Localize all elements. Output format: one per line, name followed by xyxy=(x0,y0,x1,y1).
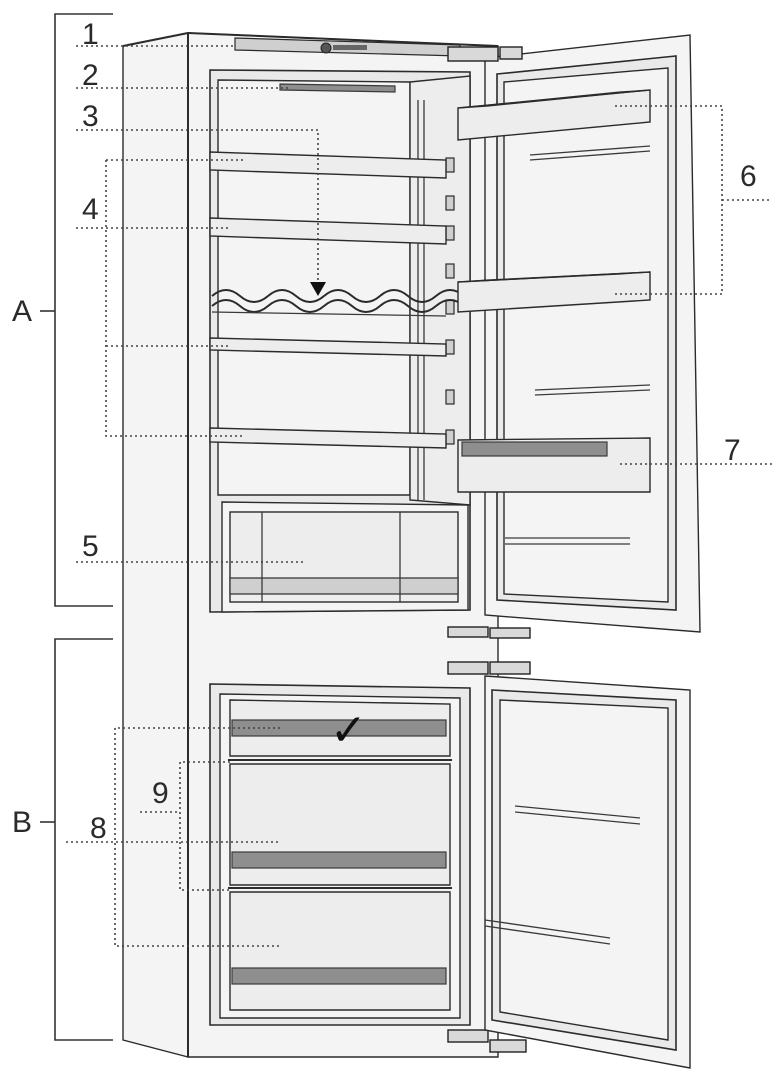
callout-2: 2 xyxy=(82,59,99,92)
interior-light xyxy=(279,83,396,93)
shelf-supports xyxy=(445,157,455,445)
crisper-drawer xyxy=(221,501,469,613)
callout-3: 3 xyxy=(82,100,99,133)
section-b-label: B xyxy=(12,806,32,839)
checkmark-icon: ✓ xyxy=(330,705,367,756)
freezer-drawers xyxy=(228,699,452,1011)
down-arrow-icon xyxy=(310,282,326,296)
fridge-door xyxy=(457,34,701,633)
callout-1: 1 xyxy=(82,18,99,51)
bracket-a xyxy=(54,13,113,607)
leader-lines xyxy=(66,45,772,947)
section-a-label: A xyxy=(12,295,32,328)
callout-labels: 1 2 3 4 5 6 7 8 9 xyxy=(82,18,757,845)
fridge-compartment xyxy=(209,69,471,613)
callout-4: 4 xyxy=(82,193,99,226)
bottle-bin xyxy=(457,437,651,493)
door-bins xyxy=(457,89,651,313)
freezer-door xyxy=(484,675,691,1069)
brand-logo-icon xyxy=(320,42,367,54)
freezer-compartment: ✓ xyxy=(209,683,471,1026)
glass-shelves xyxy=(209,151,447,449)
bracket-b xyxy=(54,638,113,1041)
callout-7: 7 xyxy=(724,434,741,467)
section-brackets xyxy=(40,13,113,1041)
callout-8: 8 xyxy=(90,812,107,845)
wine-rack xyxy=(211,289,465,317)
callout-5: 5 xyxy=(82,530,99,563)
callout-6: 6 xyxy=(740,160,757,193)
hinges xyxy=(447,46,531,1053)
callout-9: 9 xyxy=(152,777,169,810)
section-labels: A B xyxy=(12,295,32,839)
